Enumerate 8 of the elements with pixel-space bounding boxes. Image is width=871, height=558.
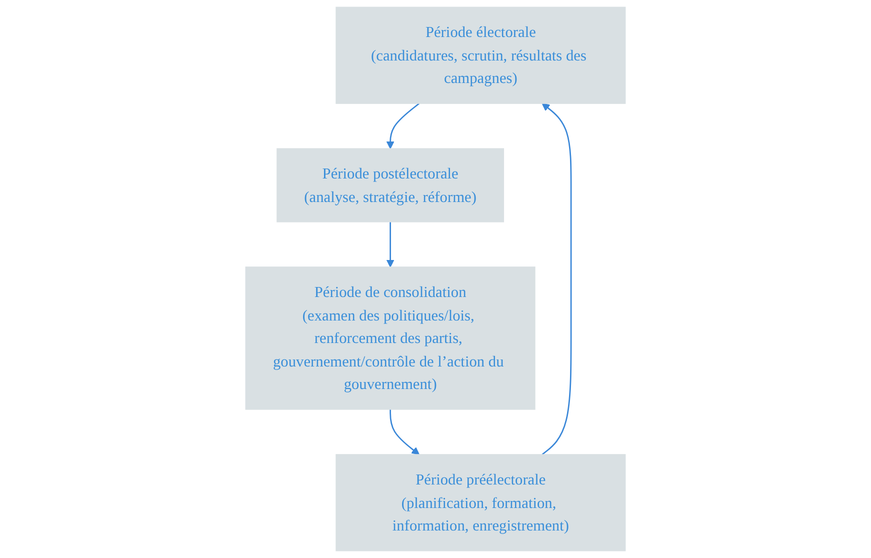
node-box: Période électorale (candidatures, scrutin, résultats des campagnes): [336, 6, 626, 104]
arrow: [386, 102, 420, 149]
arrow: [390, 409, 420, 455]
node-box: Période postélectorale (analyse, stratégie, réforme): [276, 148, 504, 222]
node-box: Période de consolidation (examen des politiques/lois, renforcement des partis, gouvernement/contrôle de l’action du gouvernement): [245, 266, 536, 410]
arrow: [386, 222, 394, 268]
node-box: Période préélectorale (planification, formation, information, enregistrement): [336, 454, 626, 552]
arrow: [542, 103, 572, 456]
